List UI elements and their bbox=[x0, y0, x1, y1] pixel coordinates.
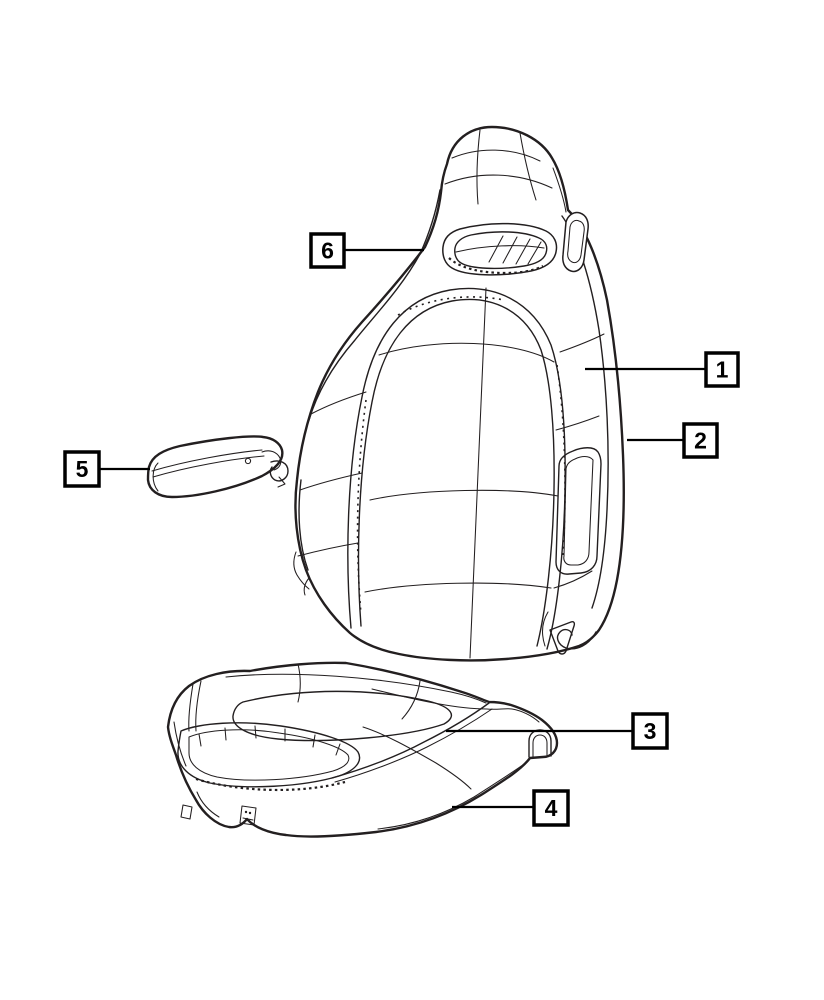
panel-seam-upper bbox=[378, 342, 555, 363]
cushion-back-edge-band bbox=[371, 688, 540, 723]
armrest-pivot-hole bbox=[244, 457, 252, 465]
callout-2: 2 bbox=[627, 422, 719, 459]
bolster-tick-3 bbox=[254, 725, 257, 739]
callout-5-number: 5 bbox=[76, 456, 89, 482]
foot-inner-line bbox=[196, 791, 220, 818]
arch-stitch-top bbox=[397, 296, 505, 316]
center-arch-inner bbox=[357, 298, 555, 647]
panel-seam-lower bbox=[364, 582, 552, 593]
crown-seam-1 bbox=[451, 149, 541, 162]
callout-3: 3 bbox=[446, 712, 669, 750]
panel-seam-mid bbox=[369, 489, 559, 501]
headrest-opening-inner bbox=[454, 231, 548, 270]
bottom-hook-line bbox=[542, 611, 549, 647]
crown-seam-3 bbox=[476, 129, 481, 205]
callout-6-box bbox=[309, 232, 346, 269]
headrest-hatch-1 bbox=[488, 235, 504, 263]
armrest-bracket-hook bbox=[269, 460, 289, 482]
headrest-hatch-4 bbox=[527, 241, 542, 265]
label-tag bbox=[239, 805, 257, 826]
arch-stitch-right bbox=[556, 364, 566, 556]
cushion-top-seam bbox=[225, 673, 487, 704]
callout-4: 4 bbox=[452, 789, 570, 827]
skirt-sweep-seam bbox=[362, 726, 472, 790]
shoulder-slot-inner bbox=[567, 219, 585, 264]
cushion-trim-seam-2 bbox=[334, 708, 493, 783]
callout-4-box bbox=[532, 789, 570, 827]
cushion-rear-corner-line-2 bbox=[195, 680, 202, 732]
tag-line bbox=[242, 817, 254, 821]
headrest-opening-outer bbox=[442, 222, 558, 276]
bottom-left-step-2 bbox=[303, 577, 310, 596]
callout-1-box bbox=[704, 351, 740, 388]
callout-3-box bbox=[631, 712, 669, 750]
callout-3-number: 3 bbox=[644, 718, 657, 744]
bottom-flap bbox=[549, 621, 576, 655]
left-bolster-seam-2 bbox=[299, 472, 363, 491]
cushion-top-panel bbox=[232, 690, 453, 742]
headrest-hatch-2 bbox=[502, 236, 518, 264]
callout-2-box bbox=[682, 422, 719, 459]
crown-seam-2 bbox=[444, 174, 553, 189]
right-bolster-seam-3 bbox=[553, 570, 593, 589]
seat-cushion-illustration bbox=[166, 661, 559, 838]
crown-seam-5 bbox=[552, 167, 567, 213]
foot-notch bbox=[180, 804, 193, 820]
armrest-seam-bottom bbox=[152, 455, 265, 478]
callout-2-number: 2 bbox=[694, 428, 707, 454]
cushion-cross-seam-2 bbox=[401, 680, 421, 720]
cushion-left-inner-edge bbox=[173, 721, 187, 767]
left-bolster-seam-3 bbox=[297, 542, 359, 557]
bolster-tick-6 bbox=[335, 743, 341, 756]
headrest-opening-stipple bbox=[448, 257, 544, 275]
cushion-trim-seam-1 bbox=[331, 702, 490, 779]
bolster-tick-5 bbox=[312, 734, 316, 748]
callout-5-box bbox=[63, 450, 101, 488]
headrest-hatch-3 bbox=[515, 238, 531, 265]
bolster-stipple bbox=[195, 777, 346, 792]
bottom-hook bbox=[556, 628, 597, 650]
callout-1-number: 1 bbox=[716, 357, 729, 383]
cushion-cross-seam-1 bbox=[297, 663, 301, 703]
crown-seam-4 bbox=[519, 132, 537, 201]
right-bolster-seam-1 bbox=[559, 333, 605, 353]
right-tab-arch-inner bbox=[532, 734, 548, 758]
armrest-end-cap bbox=[152, 462, 159, 492]
tag-dot-2 bbox=[248, 811, 252, 815]
armrest-bracket bbox=[261, 450, 282, 471]
left-bolster-seam-1 bbox=[310, 391, 367, 415]
bolster-tick-1 bbox=[198, 733, 202, 747]
center-arch-outer bbox=[347, 287, 566, 650]
callout-1: 1 bbox=[585, 351, 740, 388]
callout-6-number: 6 bbox=[321, 238, 334, 264]
bolster-tick-2 bbox=[224, 727, 227, 741]
center-vertical-seam bbox=[469, 287, 487, 659]
callout-layer: 1 2 3 4 5 6 bbox=[63, 232, 740, 827]
cushion-outline bbox=[166, 661, 559, 838]
armrest-seam-top bbox=[151, 449, 263, 472]
headrest-opening-flange bbox=[455, 245, 545, 253]
skirt-inner-line bbox=[377, 761, 528, 830]
front-bolster-inner bbox=[188, 729, 350, 781]
side-shield-panel-outer bbox=[555, 447, 602, 575]
side-shield-panel-inner bbox=[563, 455, 594, 566]
shoulder-slot-outer bbox=[562, 211, 589, 273]
seat-back-illustration bbox=[293, 125, 625, 662]
front-bolster-outer bbox=[177, 722, 361, 788]
seat-back-left-contour bbox=[308, 189, 441, 421]
arch-stitch-left bbox=[356, 399, 367, 615]
callout-6: 6 bbox=[309, 232, 424, 269]
armrest-bracket-foot bbox=[277, 476, 286, 488]
tag-dot-1 bbox=[244, 810, 248, 814]
right-bolster-seam-2 bbox=[555, 415, 600, 431]
callout-5: 5 bbox=[63, 450, 150, 488]
callout-4-number: 4 bbox=[545, 795, 558, 821]
armrest-illustration bbox=[146, 435, 289, 499]
